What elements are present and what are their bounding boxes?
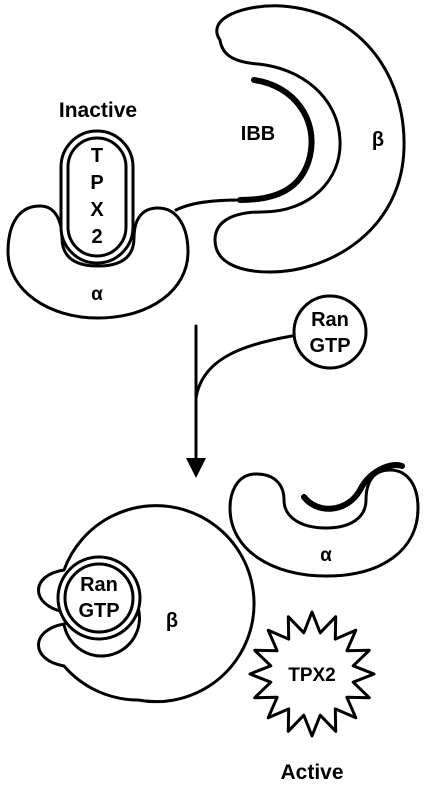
ibb-linker: [174, 198, 242, 212]
tpx2-capsule: [66, 136, 128, 258]
importin-beta-label: β: [372, 129, 384, 151]
importin-alpha-free-label: α: [320, 545, 332, 566]
tpx2-letter-x: X: [90, 199, 104, 221]
ibb-domain: [237, 77, 315, 203]
importin-alpha-label: α: [91, 284, 103, 305]
alpha-nls-arm: [301, 462, 405, 512]
ran-gtp-free-line1: Ran: [311, 309, 349, 331]
ran-gtp-free-circle: [292, 294, 368, 370]
ran-gtp-entry-curve: [194, 334, 294, 400]
ran-gtp-free-line2: GTP: [309, 335, 350, 357]
reaction-arrow-head: [186, 458, 206, 478]
tpx2-letter-2: 2: [91, 226, 102, 248]
ran-gtp-bound-circle: [63, 562, 135, 634]
ibb-label: IBB: [241, 123, 275, 145]
tpx2-letter-p: P: [90, 172, 103, 194]
ran-gtp-bound-line1: Ran: [80, 574, 118, 596]
tpx2-letter-t: T: [91, 145, 103, 167]
inactive-label: Inactive: [59, 99, 137, 122]
importin-beta-bound-label: β: [166, 610, 178, 632]
ran-gtp-bound-line2: GTP: [78, 600, 119, 622]
tpx2-active-star: [248, 610, 376, 738]
importin-alpha-free-shape: [228, 468, 420, 578]
tpx2-active-label: TPX2: [288, 665, 336, 686]
active-label: Active: [280, 761, 343, 784]
importin-beta-shape: [213, 4, 406, 274]
importin-alpha-shape: [6, 204, 190, 320]
